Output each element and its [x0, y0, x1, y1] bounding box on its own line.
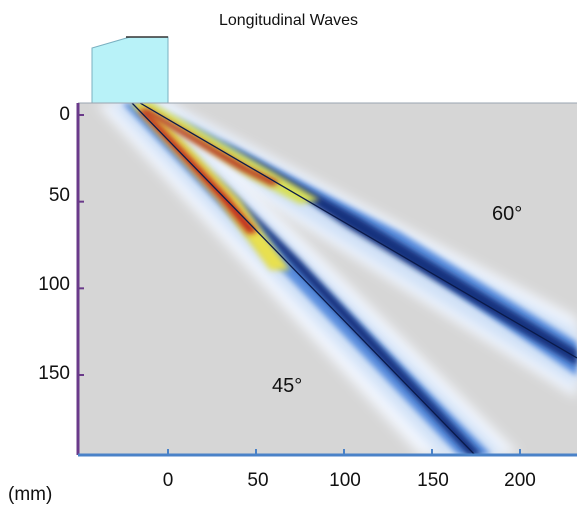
near-field-red-60	[140, 110, 280, 186]
angle-label-60: 60°	[492, 203, 523, 225]
beam-group	[96, 103, 577, 455]
x-tick-label-50: 50	[247, 470, 269, 491]
beam-45-centerline	[131, 103, 476, 455]
unit-label: (mm)	[8, 484, 53, 505]
transducer-probe	[91, 36, 169, 104]
y-tick-label-50: 50	[48, 185, 70, 206]
angle-label-45: 45°	[272, 375, 303, 397]
beam-60-centerline	[139, 103, 577, 359]
x-tick-label-200: 200	[504, 470, 536, 491]
y-tick-label-150: 150	[38, 363, 70, 384]
x-tick-label-150: 150	[417, 470, 449, 491]
y-tick-label-0: 0	[59, 104, 70, 125]
beam-45-inner	[210, 170, 482, 455]
x-tick-label-0: 0	[162, 470, 174, 491]
y-tick-label-100: 100	[38, 274, 70, 295]
x-tick-label-100: 100	[329, 470, 361, 491]
chart-title: Longitudinal Waves	[218, 12, 359, 29]
near-field-red	[138, 110, 258, 234]
